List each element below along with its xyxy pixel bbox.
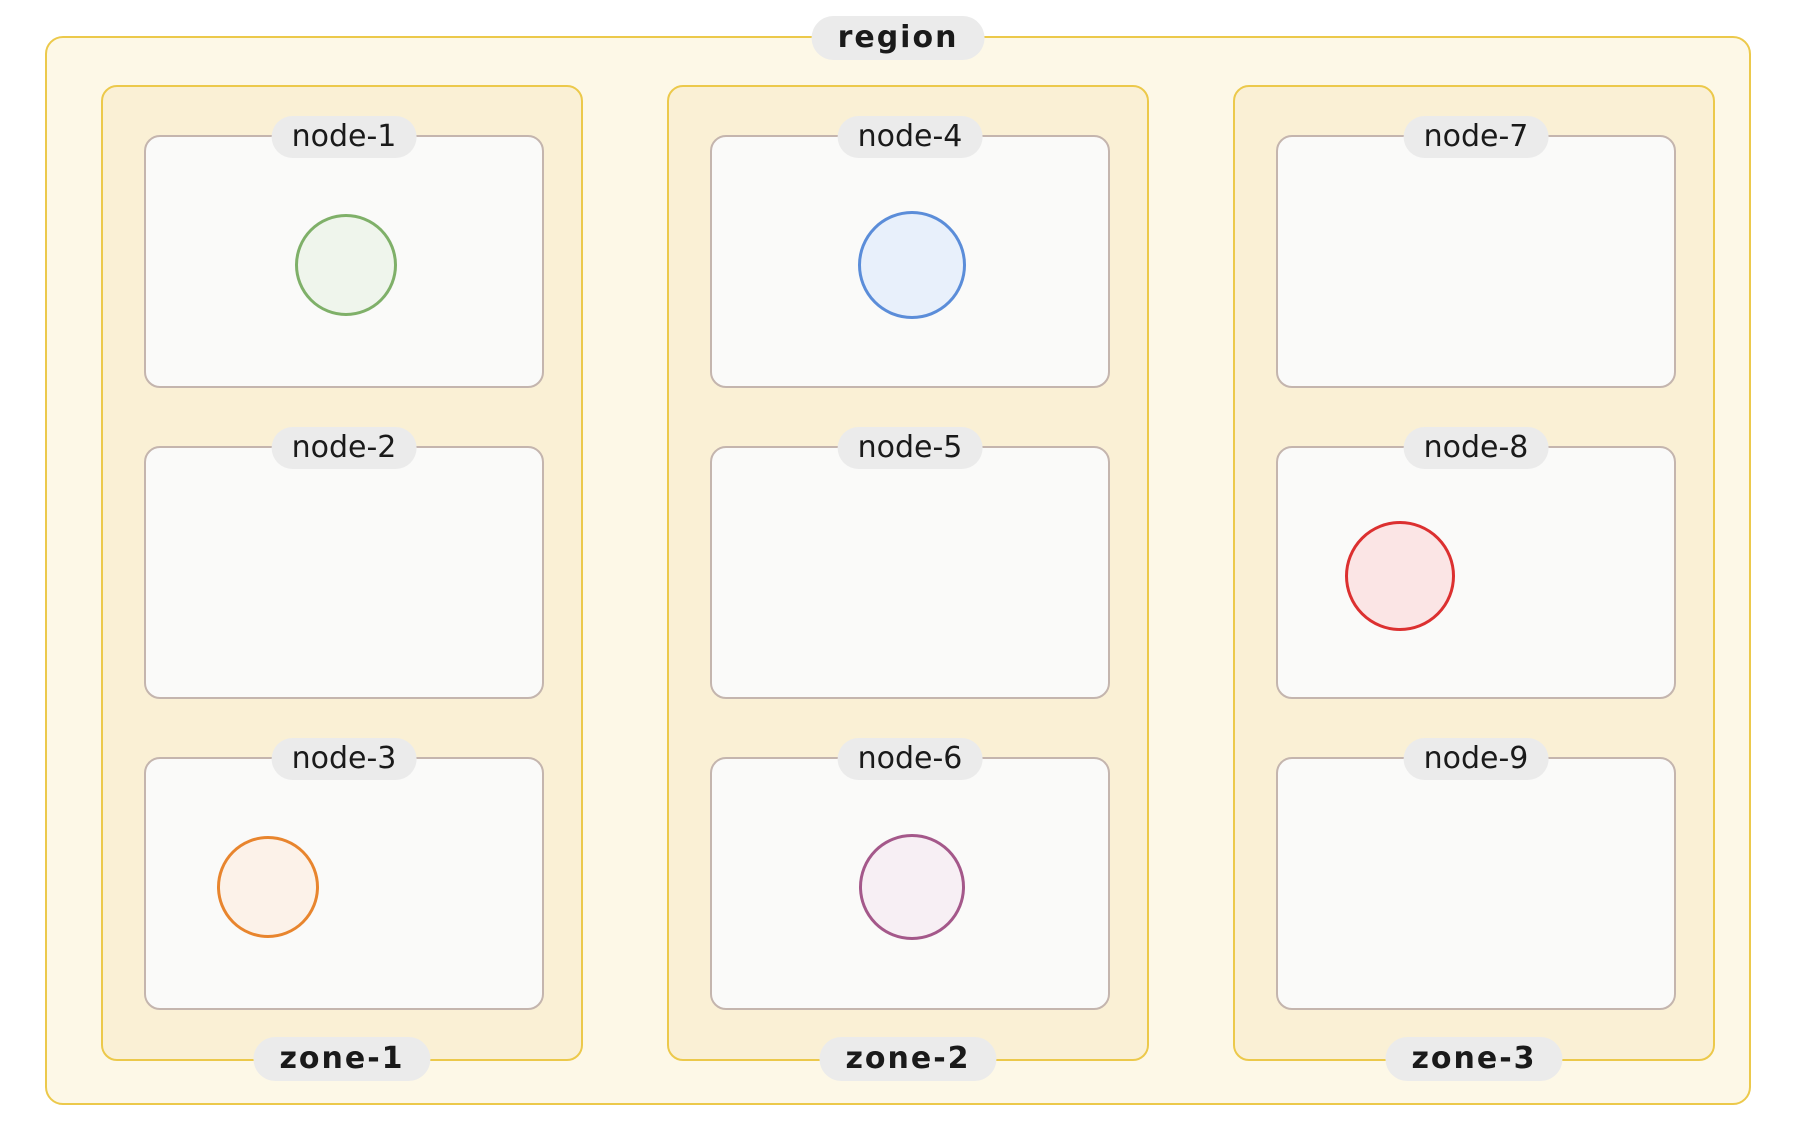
node-box-4[interactable]: node-4 xyxy=(710,116,1110,388)
region-container[interactable]: region node-1 node-2 node-3 zone-1 node-… xyxy=(45,16,1751,1105)
node-label-1: node-1 xyxy=(271,116,417,158)
node-label-7: node-7 xyxy=(1403,116,1549,158)
zone-container-1[interactable]: node-1 node-2 node-3 zone-1 xyxy=(101,85,583,1081)
region-label: region xyxy=(811,16,985,60)
zone-container-3[interactable]: node-7 node-8 node-9 zone-3 xyxy=(1233,85,1715,1081)
node-label-8: node-8 xyxy=(1403,427,1549,469)
node-box-1[interactable]: node-1 xyxy=(144,116,544,388)
zone-label-1: zone-1 xyxy=(253,1037,431,1081)
node-box-6[interactable]: node-6 xyxy=(710,738,1110,1010)
node-label-5: node-5 xyxy=(837,427,983,469)
red-circle xyxy=(1345,521,1455,631)
node-box-8[interactable]: node-8 xyxy=(1276,427,1676,699)
node-label-3: node-3 xyxy=(271,738,417,780)
zone-label-2: zone-2 xyxy=(819,1037,997,1081)
node-label-4: node-4 xyxy=(837,116,983,158)
node-label-2: node-2 xyxy=(271,427,417,469)
zone-container-2[interactable]: node-4 node-5 node-6 zone-2 xyxy=(667,85,1149,1081)
zone-label-3: zone-3 xyxy=(1385,1037,1563,1081)
node-label-6: node-6 xyxy=(837,738,983,780)
node-box-2[interactable]: node-2 xyxy=(144,427,544,699)
node-box-3[interactable]: node-3 xyxy=(144,738,544,1010)
blue-circle xyxy=(858,211,966,319)
node-label-9: node-9 xyxy=(1403,738,1549,780)
node-box-5[interactable]: node-5 xyxy=(710,427,1110,699)
purple-circle xyxy=(859,834,965,940)
green-circle xyxy=(295,214,397,316)
orange-circle xyxy=(217,836,319,938)
node-box-7[interactable]: node-7 xyxy=(1276,116,1676,388)
node-box-9[interactable]: node-9 xyxy=(1276,738,1676,1010)
